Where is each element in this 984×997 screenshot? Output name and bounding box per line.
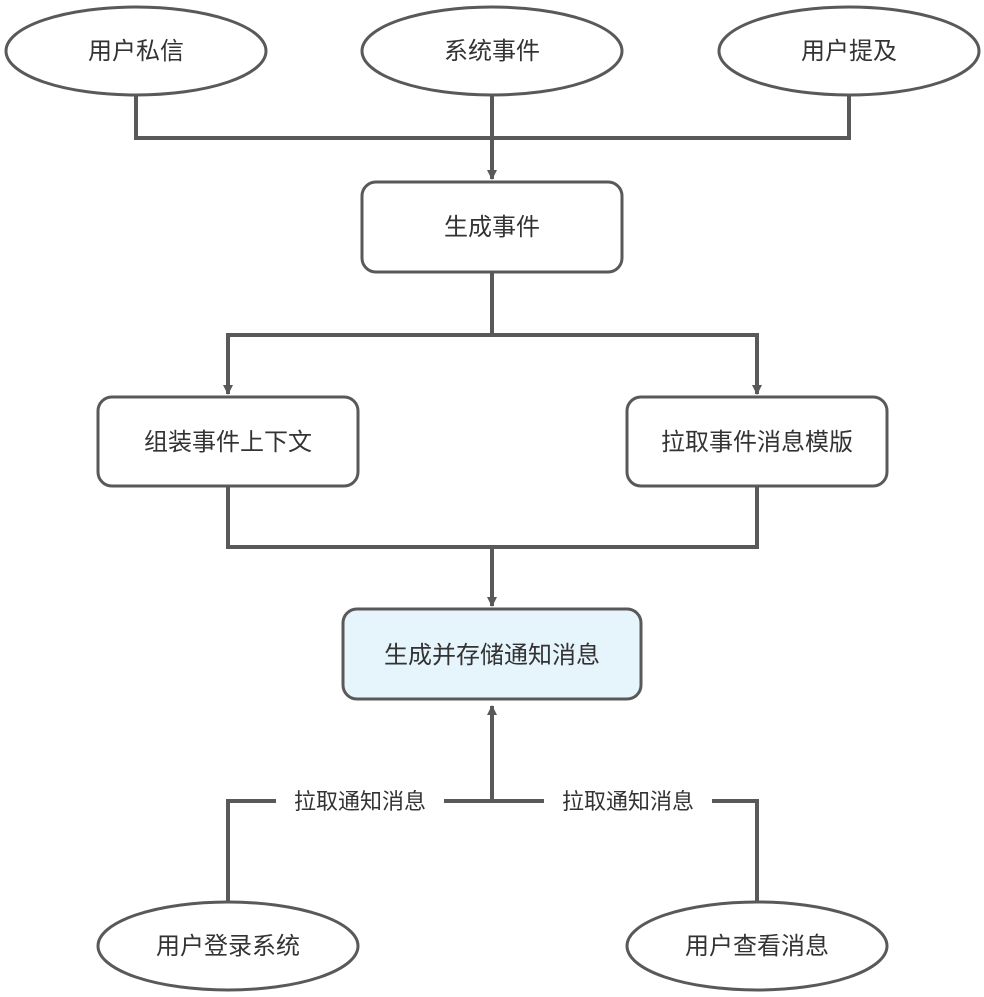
node-pull-template: 拉取事件消息模版 <box>625 395 889 488</box>
node-mention-label: 用户提及 <box>801 37 897 65</box>
edge-label-left-pull: 拉取通知消息 <box>294 790 426 815</box>
node-user-login-shape <box>96 900 360 992</box>
connectors-top <box>134 95 851 180</box>
node-user-view-shape <box>625 900 889 992</box>
node-user-login: 用户登录系统 <box>96 900 360 992</box>
connectors-split <box>223 272 762 395</box>
node-system-event: 系统事件 <box>360 5 624 97</box>
node-dm-label: 用户私信 <box>88 37 184 65</box>
node-pull-template-shape <box>625 395 889 488</box>
edge-label-bg-right <box>544 786 712 816</box>
node-user-view: 用户查看消息 <box>625 900 889 992</box>
node-system-event-label: 系统事件 <box>444 37 540 65</box>
node-assemble-context-shape <box>96 395 360 488</box>
node-generate-event: 生成事件 <box>360 180 624 274</box>
node-mention-shape <box>717 5 981 97</box>
node-user-login-label: 用户登录系统 <box>156 932 300 960</box>
node-store-notification-label: 生成并存储通知消息 <box>384 641 600 669</box>
node-assemble-context-label: 组装事件上下文 <box>144 428 312 456</box>
edge-label-right-pull: 拉取通知消息 <box>562 790 694 815</box>
connector-login-pull <box>226 799 492 902</box>
node-user-view-label: 用户查看消息 <box>685 932 829 960</box>
node-dm-shape <box>4 5 268 97</box>
node-pull-template-label: 拉取事件消息模版 <box>661 428 853 456</box>
node-dm: 用户私信 <box>4 5 268 97</box>
connectors-merge <box>226 486 759 607</box>
node-mention: 用户提及 <box>717 5 981 97</box>
node-generate-event-label: 生成事件 <box>444 213 540 241</box>
node-system-event-shape <box>360 5 624 97</box>
node-generate-event-shape <box>360 180 624 274</box>
connector-dm-merge <box>134 95 492 140</box>
connectors-bottom: 拉取通知消息 拉取通知消息 <box>226 705 759 902</box>
connector-view-pull <box>492 799 759 902</box>
node-store-notification: 生成并存储通知消息 <box>341 607 643 701</box>
edge-label-bg-left <box>276 786 444 816</box>
connector-context-merge <box>226 486 759 549</box>
node-assemble-context: 组装事件上下文 <box>96 395 360 488</box>
connector-mention-merge <box>492 95 851 140</box>
connector-generate-split <box>228 272 494 337</box>
node-store-notification-shape <box>341 607 643 701</box>
